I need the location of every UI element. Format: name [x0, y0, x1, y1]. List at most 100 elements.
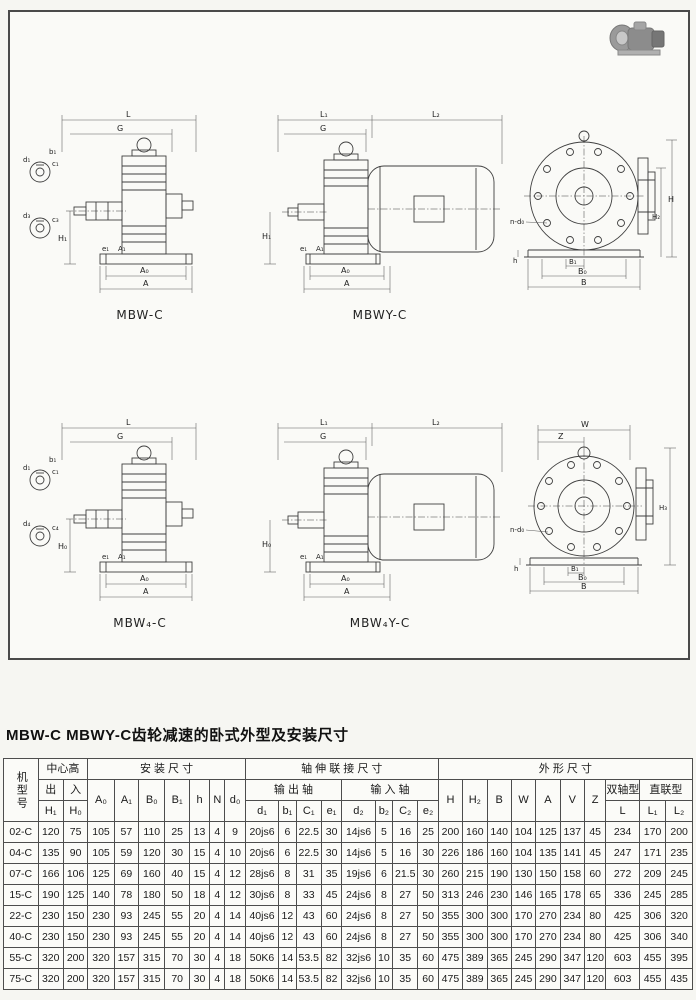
header-col: A₁	[113, 779, 140, 822]
dim-label-B: B	[581, 278, 587, 287]
value-cell: 70	[164, 968, 190, 990]
fig1-drawing	[29, 137, 194, 265]
dim-label-b1: b₁	[49, 148, 56, 156]
dim-label-A: A	[143, 587, 149, 596]
value-cell: 4	[209, 884, 226, 906]
header-out: 出	[37, 779, 64, 801]
value-cell: 270	[535, 905, 561, 927]
value-cell: 4	[209, 863, 226, 885]
dim-label-c4: c₄	[52, 524, 59, 532]
value-cell: 80	[583, 926, 607, 948]
fig2-drawing	[282, 141, 502, 265]
value-cell: 78	[113, 884, 140, 906]
value-cell: 120	[583, 947, 607, 969]
value-cell: 245	[138, 905, 166, 927]
value-cell: 355	[437, 905, 464, 927]
value-cell: 313	[437, 884, 464, 906]
value-cell: 30	[188, 968, 211, 990]
dim-label-d4: d₄	[23, 520, 30, 528]
figure-end-view-bottom: W Z n-d₀ h B₁ B₀ B H₃	[510, 420, 676, 594]
value-cell: 8	[278, 863, 297, 885]
fig5-dimension-lines	[264, 423, 503, 601]
header-col: e₂	[417, 800, 439, 822]
dim-label-A0: A₀	[341, 574, 350, 583]
value-cell: 347	[559, 947, 586, 969]
value-cell: 395	[665, 947, 693, 969]
value-cell: 12	[224, 884, 246, 906]
value-cell: 166	[37, 863, 64, 885]
value-cell: 20	[188, 926, 211, 948]
value-cell: 16	[392, 842, 419, 864]
value-cell: 32js6	[341, 947, 376, 969]
dim-label-G: G	[117, 432, 123, 441]
header-install-dims: 安 装 尺 寸	[87, 758, 246, 780]
value-cell: 50	[164, 884, 190, 906]
dim-label-A1: A₁	[316, 245, 324, 253]
fig5-drawing	[282, 449, 502, 573]
value-cell: 24js6	[341, 884, 376, 906]
value-cell: 475	[437, 968, 464, 990]
header-col: d₀	[224, 779, 246, 822]
value-cell: 40js6	[244, 905, 280, 927]
value-cell: 40js6	[244, 926, 280, 948]
dim-label-d1: d₁	[23, 156, 30, 164]
value-cell: 20	[188, 905, 211, 927]
value-cell: 4	[209, 821, 226, 843]
value-cell: 35	[392, 947, 419, 969]
header-col: L₂	[665, 800, 693, 822]
value-cell: 53.5	[295, 968, 322, 990]
value-cell: 200	[437, 821, 464, 843]
value-cell: 365	[486, 947, 512, 969]
value-cell: 300	[462, 926, 488, 948]
value-cell: 20js6	[244, 842, 280, 864]
value-cell: 320	[87, 968, 115, 990]
value-cell: 32js6	[341, 968, 376, 990]
value-cell: 22.5	[295, 821, 322, 843]
value-cell: 389	[462, 968, 488, 990]
header-col: h	[188, 779, 211, 822]
value-cell: 260	[437, 863, 464, 885]
value-cell: 30	[320, 821, 343, 843]
header-col: b₁	[278, 800, 297, 822]
value-cell: 347	[559, 968, 586, 990]
value-cell: 13	[188, 821, 211, 843]
value-cell: 150	[62, 926, 89, 948]
dim-label-G: G	[320, 124, 326, 133]
dim-label-A0: A₀	[140, 266, 149, 275]
value-cell: 285	[665, 884, 693, 906]
value-cell: 4	[209, 968, 226, 990]
value-cell: 19js6	[341, 863, 376, 885]
dim-label-A0: A₀	[341, 266, 350, 275]
header-col: b₂	[374, 800, 394, 822]
value-cell: 24js6	[341, 926, 376, 948]
header-col: A₀	[87, 779, 115, 822]
value-cell: 80	[583, 905, 607, 927]
value-cell: 9	[224, 821, 246, 843]
value-cell: 50K6	[244, 947, 280, 969]
value-cell: 50K6	[244, 968, 280, 990]
value-cell: 160	[462, 821, 488, 843]
value-cell: 14	[278, 968, 297, 990]
value-cell: 455	[638, 968, 667, 990]
header-col: Z	[583, 779, 607, 822]
figure-end-view-top: n-d₀ h B₁ B₀ B H H₂	[510, 130, 677, 290]
value-cell: 306	[638, 905, 667, 927]
dim-label-L: L	[126, 110, 131, 119]
value-cell: 245	[665, 863, 693, 885]
dim-label-e1: e₁	[300, 245, 307, 253]
value-cell: 50	[417, 905, 439, 927]
value-cell: 315	[138, 968, 166, 990]
value-cell: 12	[224, 863, 246, 885]
header-col: L₁	[638, 800, 667, 822]
value-cell: 70	[164, 947, 190, 969]
dim-label-c1: c₁	[52, 468, 59, 476]
header-col: B₁	[164, 779, 190, 822]
dim-label-H: H	[668, 195, 674, 204]
value-cell: 27	[392, 926, 419, 948]
value-cell: 4	[209, 947, 226, 969]
value-cell: 435	[665, 968, 693, 990]
value-cell: 158	[559, 863, 586, 885]
value-cell: 15	[188, 863, 211, 885]
value-cell: 160	[486, 842, 512, 864]
value-cell: 150	[535, 863, 561, 885]
